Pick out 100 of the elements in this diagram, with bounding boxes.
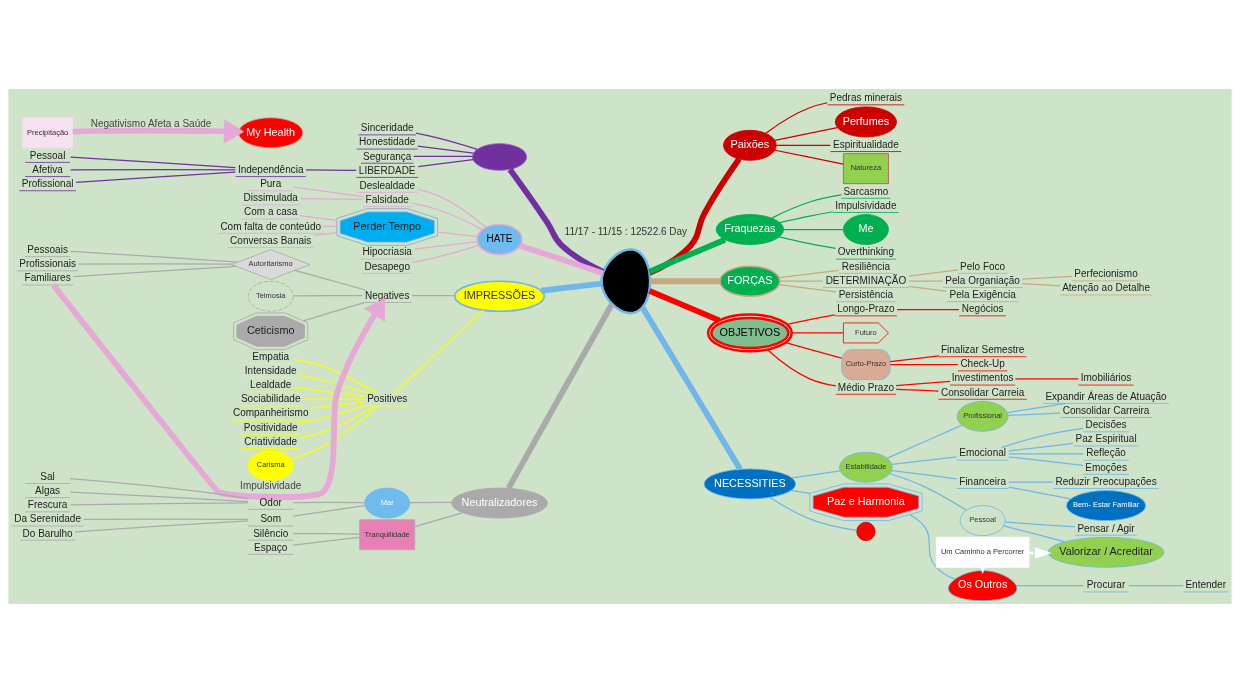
connector [790, 489, 811, 494]
connector [779, 280, 824, 282]
connector [413, 240, 478, 250]
connector [648, 236, 727, 274]
connector [69, 156, 236, 168]
node-ellipse: Teimosia [247, 280, 294, 312]
node-text: Pensar / Agir [1077, 522, 1135, 534]
node-ellipse: Perfumes [834, 106, 897, 137]
node-text: Com a casa [244, 205, 298, 217]
connector [650, 277, 720, 284]
connector [299, 197, 364, 200]
node-ellipse: Profissional [956, 400, 1009, 432]
node-text: Silêncio [253, 527, 289, 539]
connector [891, 469, 958, 480]
node-text: Persistência [838, 288, 894, 300]
connector [1008, 455, 1084, 466]
connector [69, 477, 249, 499]
connector [292, 294, 363, 296]
connector [313, 231, 338, 236]
connector [908, 285, 948, 292]
connector [889, 472, 967, 511]
connector [506, 302, 615, 490]
node-text: Companheirismo [232, 406, 309, 418]
node-text: Negócios [961, 302, 1004, 314]
connector [69, 501, 249, 506]
node-text: Emoções [1085, 461, 1127, 473]
connector [908, 280, 944, 282]
node-box: Precipitação [22, 116, 74, 148]
node-text: Sarcasmo [843, 185, 889, 197]
connector [414, 511, 464, 527]
connector [648, 287, 721, 323]
node-text: Decisões [1085, 418, 1127, 430]
node-text: Conversas Banais [230, 234, 312, 246]
connector [292, 501, 366, 503]
connector [791, 331, 844, 334]
connector [891, 455, 958, 465]
connector [305, 168, 357, 171]
connector [69, 250, 239, 263]
node-text: Espaço [254, 541, 288, 553]
connector [299, 404, 377, 439]
node-person [600, 247, 652, 314]
connector [413, 155, 474, 157]
connector [77, 262, 234, 265]
node-ellipse: Pessoal [959, 504, 1006, 536]
connector [417, 158, 474, 167]
edge-label: Negativismo Afeta a Saúde [90, 117, 212, 129]
node-text: Empatia [252, 350, 290, 362]
node-text: Finalizar Semestre [940, 343, 1025, 355]
node-text: Familiares [24, 271, 71, 283]
connector [1006, 402, 1067, 413]
node-text: Paz Espiritual [1075, 432, 1137, 444]
connector [779, 210, 834, 223]
node-text: Criatividade [244, 435, 298, 447]
connector [785, 341, 843, 359]
connector [519, 242, 604, 276]
node-text: DETERMINAÇÃO [825, 274, 907, 286]
node-text: Sociabilidade [240, 392, 301, 404]
node-ellipse: Me [843, 213, 889, 245]
connector [299, 404, 366, 423]
node-ellipse: NECESSITIES [703, 467, 797, 499]
node-text: Longo-Prazo [837, 302, 895, 314]
label: 11/17 - 11/15 : 12522.6 Day [564, 225, 688, 237]
node-text: Sal [40, 470, 55, 482]
node-text: Imobiliários [1080, 371, 1132, 383]
node-ellipse: Neutralizadores [451, 487, 548, 518]
connector [778, 269, 840, 278]
connector [410, 201, 483, 230]
node-ellipse: My Health [238, 116, 304, 148]
connector [1004, 520, 1076, 527]
connector [778, 235, 837, 249]
connector [1003, 524, 1066, 542]
connector [298, 374, 370, 394]
connector [290, 405, 380, 460]
node-text: Deslealdade [359, 179, 416, 191]
connector [292, 532, 360, 535]
connector [1015, 584, 1085, 586]
connector [776, 144, 831, 146]
connector [292, 536, 360, 546]
connector [415, 131, 478, 150]
node-text: Independência [237, 163, 304, 175]
connector [1000, 427, 1084, 448]
edge-label: Impulsividade [240, 479, 302, 491]
connector [292, 504, 366, 517]
connector [1021, 282, 1061, 287]
connector [889, 354, 940, 362]
node-text: Do Barulho [22, 527, 73, 539]
node-text: Da Serenidade [14, 512, 81, 524]
connector [769, 496, 858, 531]
node-text: Afetiva [32, 163, 63, 175]
node-text: Check-Up [960, 357, 1005, 369]
node-text: Som [260, 512, 281, 524]
node-text: Consolidar Carreia [940, 386, 1025, 398]
connector [765, 101, 828, 134]
connector [302, 397, 365, 400]
node-text: Pela Organiação [945, 274, 1020, 286]
node-box: Curto-Prazo [841, 348, 891, 380]
connector [791, 469, 841, 478]
connector [82, 518, 249, 520]
connector [69, 168, 236, 171]
node-text: Impulsividade [835, 199, 897, 211]
